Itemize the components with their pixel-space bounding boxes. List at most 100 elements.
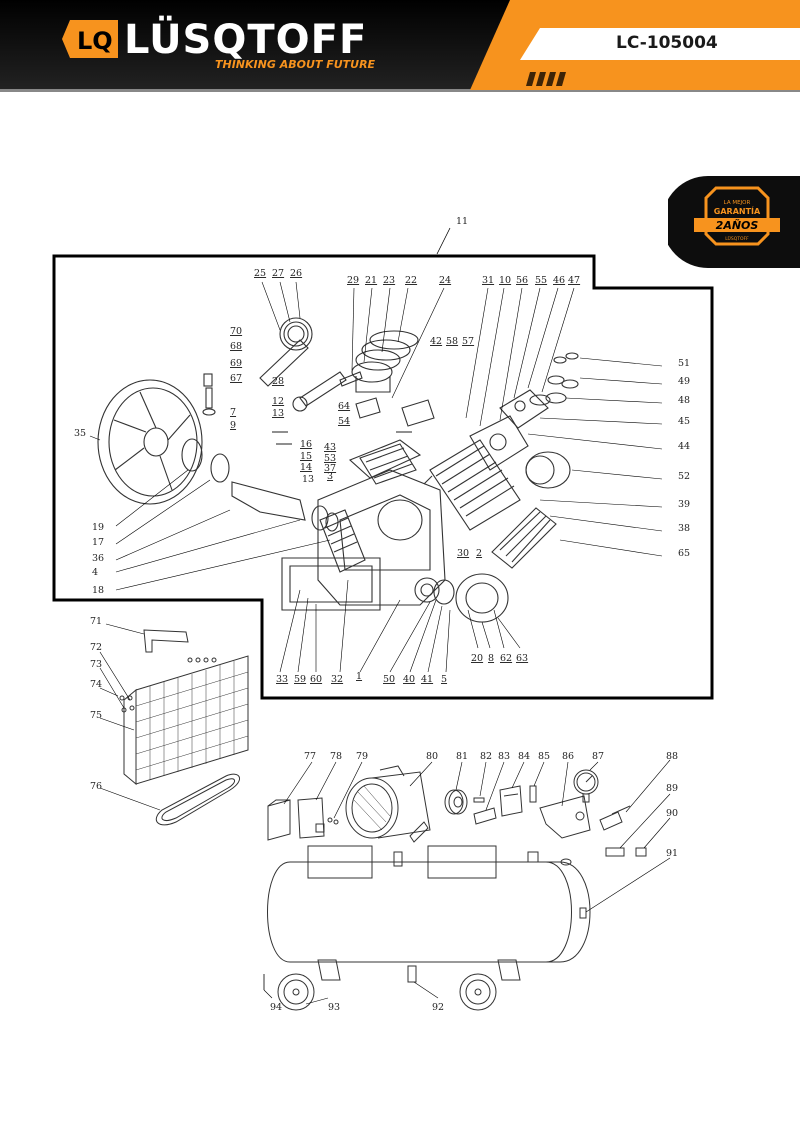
label-part-1: 1 [356,671,362,682]
label-part-13-lower: 13 [302,474,314,485]
label-part-28: 28 [272,376,284,387]
label-part-9: 9 [230,420,236,431]
label-part-82: 82 [480,751,492,762]
label-part-29: 29 [347,275,359,286]
label-part-16: 16 [300,439,312,450]
label-part-42: 42 [430,336,442,347]
brand-logo-mark: LQ [62,20,118,58]
wheel-left [277,973,315,1011]
pressure-switch [499,785,523,817]
label-part-80: 80 [426,751,438,762]
svg-text:GARANTÍA: GARANTÍA [714,205,761,216]
label-part-90: 90 [666,808,678,819]
label-part-65: 65 [678,548,690,559]
label-part-76: 76 [90,781,102,792]
label-part-27: 27 [272,268,284,279]
v-belt [155,773,240,826]
label-part-26: 26 [290,268,302,279]
label-part-50: 50 [383,674,395,685]
label-part-44: 44 [678,441,690,452]
label-part-70: 70 [230,326,242,337]
label-part-45: 45 [678,416,690,427]
label-part-24: 24 [439,275,451,286]
label-part-67: 67 [230,373,242,384]
label-part-57: 57 [462,336,474,347]
label-part-49: 49 [678,376,690,387]
label-part-3: 3 [327,471,333,482]
label-part-46: 46 [553,275,565,286]
flywheel [97,379,203,505]
pump-assembly-drawing [97,317,579,623]
label-part-7: 7 [230,407,236,418]
air-tank [267,861,591,963]
label-part-69: 69 [230,358,242,369]
svg-text:2AÑOS: 2AÑOS [716,219,759,232]
warranty-badge: LA MEJOR GARANTÍA 2AÑOS LÜSQTOFF [668,176,800,268]
label-part-12: 12 [272,396,284,407]
label-part-74: 74 [90,679,102,690]
label-part-59: 59 [294,674,306,685]
label-part-10: 10 [499,275,511,286]
label-part-54: 54 [338,416,350,427]
label-part-15: 15 [300,451,312,462]
label-part-75: 75 [90,710,102,721]
svg-text:LÜSQTOFF: LÜSQTOFF [725,235,749,242]
label-part-77: 77 [304,751,316,762]
label-part-94: 94 [270,1002,282,1013]
label-part-51: 51 [678,358,690,369]
label-part-22: 22 [405,275,417,286]
cylinder-block [429,439,521,531]
label-part-92: 92 [432,1002,444,1013]
brand-tagline: THINKING ABOUT FUTURE [215,58,376,71]
belt-guard-drawing [99,623,249,826]
label-group-11: 11 [456,216,468,227]
label-part-38: 38 [678,523,690,534]
svg-text:LA MEJOR: LA MEJOR [724,200,751,206]
label-part-71: 71 [90,616,102,627]
label-part-14: 14 [300,462,312,473]
wheel-right [459,973,497,1011]
label-part-2: 2 [476,548,482,559]
label-part-91: 91 [666,848,678,859]
label-part-64: 64 [338,401,350,412]
label-part-78: 78 [330,751,342,762]
label-part-79: 79 [356,751,368,762]
label-part-63: 63 [516,653,528,664]
label-part-52: 52 [678,471,690,482]
label-part-18: 18 [92,585,104,596]
pump-group-outline [52,254,714,700]
label-part-84: 84 [518,751,530,762]
leader-lines [89,281,663,673]
label-part-53: 53 [324,453,336,464]
label-part-43: 43 [324,442,336,453]
tank-and-motor-drawing [263,765,647,1011]
label-part-48: 48 [678,395,690,406]
label-part-25: 25 [254,268,266,279]
label-part-73: 73 [90,659,102,670]
label-part-30: 30 [457,548,469,559]
label-part-19: 19 [92,522,104,533]
label-part-20: 20 [471,653,483,664]
crankcase [317,469,446,606]
label-part-4: 4 [92,567,98,578]
header-background: LQ [0,0,800,92]
label-part-41: 41 [421,674,433,685]
label-part-17: 17 [92,537,104,548]
label-part-36: 36 [92,553,104,564]
label-part-47: 47 [568,275,580,286]
label-part-13-upper: 13 [272,408,284,419]
label-part-72: 72 [90,642,102,653]
label-part-37: 37 [324,463,336,474]
electric-motor [345,777,399,839]
label-part-83: 83 [498,751,510,762]
label-part-68: 68 [230,341,242,352]
label-part-35: 35 [74,428,86,439]
svg-text:LQ: LQ [77,27,113,55]
header-banner: LQ LÜSQTOFF THINKING ABOUT FUTURE LC-105… [0,0,800,92]
label-part-93: 93 [328,1002,340,1013]
label-part-31: 31 [482,275,494,286]
label-part-21: 21 [365,275,377,286]
air-filter [525,451,571,489]
label-part-81: 81 [456,751,468,762]
